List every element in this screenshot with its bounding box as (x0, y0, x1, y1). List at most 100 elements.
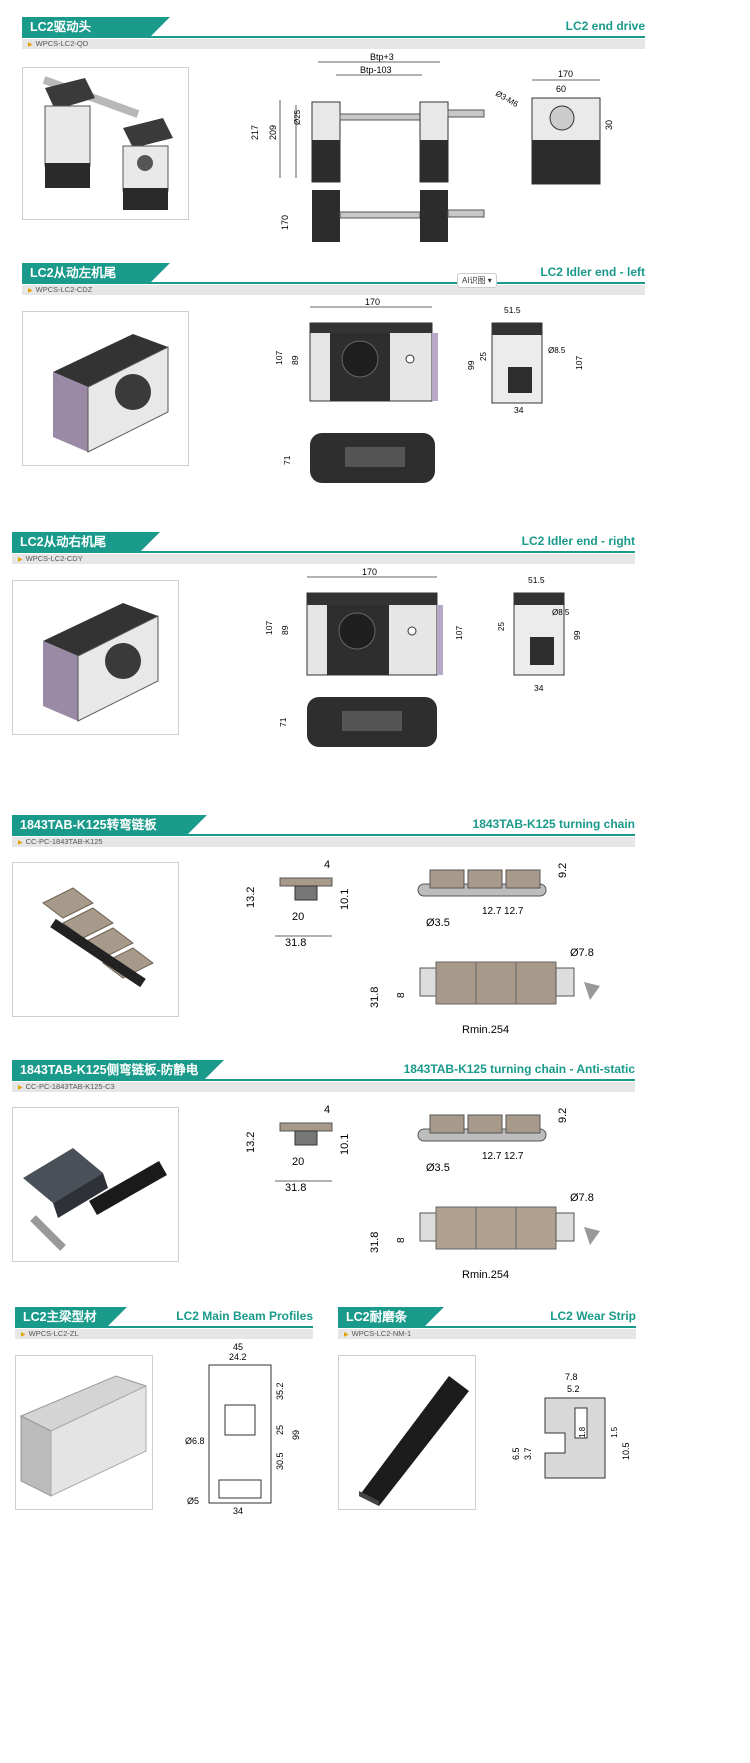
dim-99: 99 (466, 360, 476, 370)
section-title-cn: LC2驱动头 (22, 17, 170, 37)
dim-6-5: 6.5 (511, 1447, 521, 1460)
section-header-wear-strip: LC2耐磨条 LC2 Wear Strip ▶WPCS-LC2-NM-1 (338, 1307, 636, 1339)
dim-12-7b: 12.7 (504, 1151, 524, 1162)
product-code: ▶WPCS-LC2-ZL (15, 1329, 313, 1339)
product-photo-antistatic-chain (12, 1107, 179, 1262)
dim-107-r: 107 (574, 356, 584, 370)
dim-rmin: Rmin.254 (462, 1269, 509, 1281)
product-photo-idler-left (22, 311, 189, 466)
dim-d7-8: Ø7.8 (570, 947, 594, 959)
dim-34: 34 (233, 1506, 243, 1516)
dim-107: 107 (274, 351, 284, 365)
drawing-idler-left: 170 107 89 71 51.5 99 25 Ø8.5 107 34 (274, 297, 584, 483)
dim-25: 25 (275, 1425, 285, 1435)
drawing-turning-chain: 4 13.2 20 10.1 31.8 9.2 Ø3.5 12.7 12.7 Ø… (245, 859, 600, 1036)
dim-1-8: 1.8 (578, 1426, 587, 1438)
dim-rmin: Rmin.254 (462, 1024, 509, 1036)
section-header-idler-right: LC2从动右机尾 LC2 Idler end - right ▶WPCS-LC2… (12, 532, 635, 564)
dim-d3-5: Ø3.5 (426, 1162, 450, 1174)
drawing-main-beam: 45 24.2 35.2 25 30.5 99 Ø6.8 Ø5 34 (185, 1342, 301, 1516)
section-header-end-drive: LC2驱动头 LC2 end drive ▶WPCS-LC2-QD (22, 17, 645, 49)
dim-24-2: 24.2 (229, 1352, 247, 1362)
dim-170: 170 (558, 69, 573, 79)
drawing-wear-strip: 7.8 5.2 1.8 1.5 6.5 3.7 10.5 (511, 1372, 631, 1479)
dim-12-7a: 12.7 (482, 1151, 502, 1162)
product-code: ▶WPCS-LC2-CDY (12, 554, 635, 564)
section-title-cn: 1843TAB-K125侧弯链板-防静电 (12, 1060, 224, 1080)
dim-30-5: 30.5 (275, 1452, 285, 1470)
dim-45: 45 (233, 1342, 243, 1352)
dim-9-2: 9.2 (557, 863, 569, 878)
section-title-en: LC2 Wear Strip (550, 1309, 636, 1323)
dim-d8-5: Ø8.5 (552, 608, 570, 617)
section-header-idler-left: LC2从动左机尾 LC2 Idler end - left ▶WPCS-LC2-… (22, 263, 645, 295)
section-header-turning-chain: 1843TAB-K125转弯链板 1843TAB-K125 turning ch… (12, 815, 635, 847)
dim-btp-plus: Btp+3 (370, 52, 394, 62)
dim-35-2: 35.2 (275, 1382, 285, 1400)
dim-31-8: 31.8 (285, 1182, 306, 1194)
dim-170: 170 (365, 297, 380, 307)
dim-25: 25 (479, 352, 488, 361)
section-header-main-beam: LC2主梁型材 LC2 Main Beam Profiles ▶WPCS-LC2… (15, 1307, 313, 1339)
dim-31-8: 31.8 (285, 937, 306, 949)
dim-btp-minus: Btp-103 (360, 65, 392, 75)
dim-4: 4 (324, 1104, 330, 1116)
dim-10-1: 10.1 (339, 889, 351, 910)
dim-34: 34 (514, 405, 524, 415)
dim-30: 30 (604, 120, 614, 130)
section-title-en: 1843TAB-K125 turning chain (472, 817, 635, 831)
dim-89: 89 (290, 355, 300, 365)
dim-d8-5: Ø8.5 (548, 346, 566, 355)
dim-34: 34 (534, 683, 544, 693)
section-title-cn: LC2主梁型材 (15, 1307, 127, 1327)
dim-31-8-l: 31.8 (369, 1232, 381, 1253)
dim-99: 99 (291, 1430, 301, 1440)
product-photo-turning-chain (12, 862, 179, 1017)
product-code: ▶WPCS-LC2-CDZ (22, 285, 645, 295)
dim-side-71: 71 (278, 717, 288, 727)
dim-99: 99 (572, 630, 582, 640)
dim-8: 8 (396, 992, 407, 998)
product-photo-idler-right (12, 580, 179, 735)
dim-170: 170 (362, 567, 377, 577)
dim-1-5: 1.5 (610, 1426, 619, 1438)
dim-89: 89 (280, 625, 290, 635)
dim-31-8-l: 31.8 (369, 987, 381, 1008)
dim-8: 8 (396, 1237, 407, 1243)
dim-10-5: 10.5 (621, 1442, 631, 1460)
dim-d25: Ø25 (293, 109, 302, 125)
product-photo-main-beam (15, 1355, 153, 1510)
dim-20: 20 (292, 911, 304, 923)
dim-3-7: 3.7 (523, 1447, 533, 1460)
dim-9-2: 9.2 (557, 1108, 569, 1123)
dim-13-2: 13.2 (245, 887, 257, 908)
drawing-idler-right: 170 107 89 71 51.5 107 25 Ø8.5 99 34 (264, 567, 582, 747)
dim-107: 107 (264, 621, 274, 635)
section-title-cn: LC2从动右机尾 (12, 532, 160, 552)
dim-d6-8: Ø6.8 (185, 1436, 205, 1446)
product-code: ▶WPCS-LC2-QD (22, 39, 645, 49)
drawing-antistatic-chain: 4 13.2 20 10.1 31.8 9.2 Ø3.5 12.7 12.7 Ø… (245, 1104, 600, 1281)
dim-5-2: 5.2 (567, 1384, 580, 1394)
dim-51-5: 51.5 (528, 575, 545, 585)
dim-13-2: 13.2 (245, 1132, 257, 1153)
dim-m6: Ø3-M6 (494, 89, 520, 109)
product-code: ▶CC-PC-1843TAB-K125 (12, 837, 635, 847)
section-title-en: LC2 end drive (565, 19, 645, 33)
dim-d7-8: Ø7.8 (570, 1192, 594, 1204)
product-photo-end-drive (22, 67, 189, 220)
dim-12-7a: 12.7 (482, 906, 502, 917)
dim-d3-5: Ø3.5 (426, 917, 450, 929)
dim-4: 4 (324, 859, 330, 871)
dim-side-170: 170 (280, 215, 290, 230)
dim-7-8: 7.8 (565, 1372, 578, 1382)
section-title-en: LC2 Idler end - right (521, 534, 635, 548)
section-title-cn: 1843TAB-K125转弯链板 (12, 815, 207, 835)
dim-25: 25 (497, 622, 506, 631)
dim-10-1: 10.1 (339, 1134, 351, 1155)
ai-recognize-button[interactable]: AI识图 ▾ (457, 273, 497, 288)
section-title-en: LC2 Idler end - left (540, 265, 645, 279)
section-title-cn: LC2从动左机尾 (22, 263, 170, 283)
dim-60: 60 (556, 84, 566, 94)
product-code: ▶WPCS-LC2-NM-1 (338, 1329, 636, 1339)
